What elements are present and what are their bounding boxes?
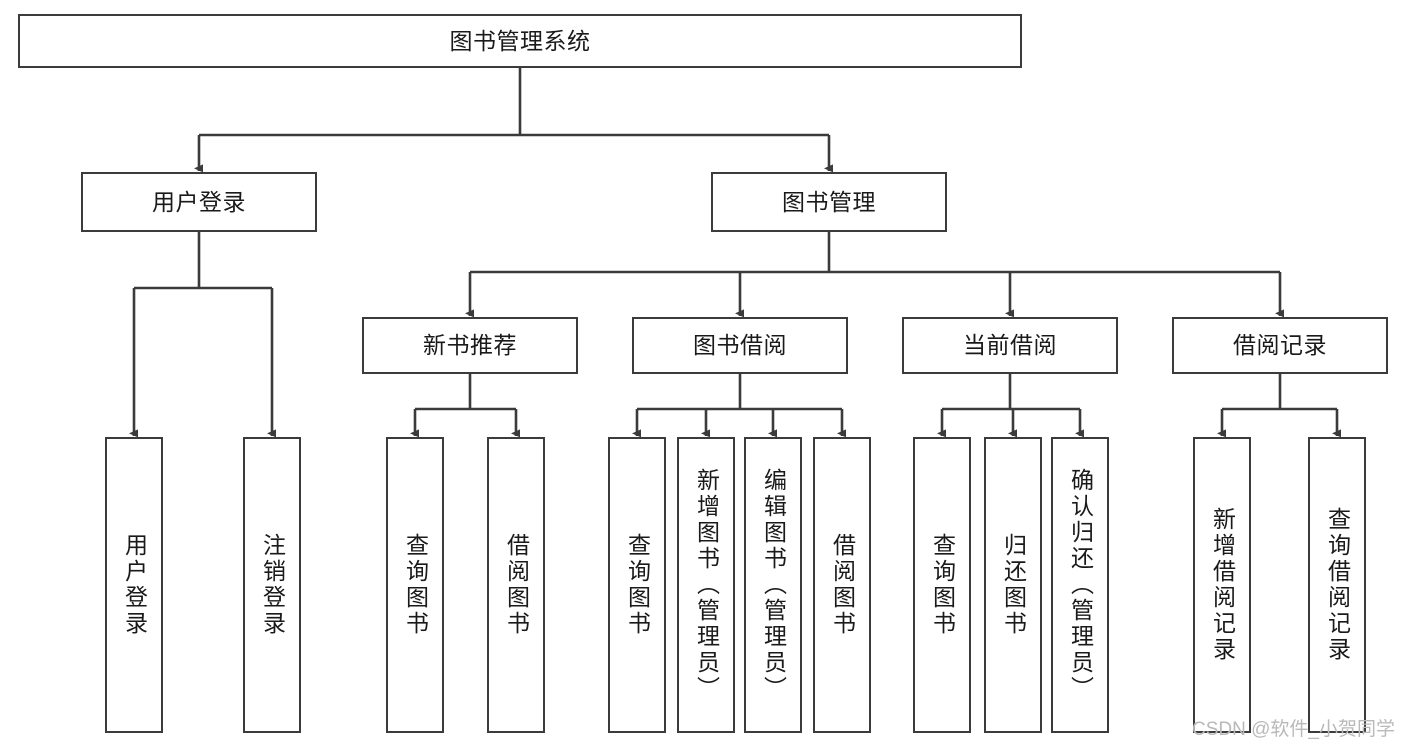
node-label: 新书推荐 bbox=[423, 332, 517, 359]
edge-group bbox=[129, 68, 1341, 438]
node-label: 图书管理 bbox=[782, 188, 876, 215]
node-label: 借阅图书 bbox=[829, 533, 856, 637]
node-label: 注销登录 bbox=[259, 533, 286, 637]
node-label: 借阅图书 bbox=[503, 533, 530, 637]
node-label: 查询图书 bbox=[402, 533, 429, 637]
node-leaf-query-book-current[interactable]: 查询图书 bbox=[913, 437, 971, 733]
node-label: 用户登录 bbox=[152, 188, 246, 215]
node-label: 查询图书 bbox=[624, 533, 651, 637]
node-new-book-rec[interactable]: 新书推荐 bbox=[362, 317, 578, 374]
node-leaf-query-book-borrow[interactable]: 查询图书 bbox=[608, 437, 666, 733]
node-label: 新增图书（管理员） bbox=[693, 468, 720, 702]
node-label: 归还图书 bbox=[1000, 533, 1027, 637]
node-leaf-return-book[interactable]: 归还图书 bbox=[984, 437, 1042, 733]
node-leaf-logout[interactable]: 注销登录 bbox=[243, 437, 301, 733]
node-label: 用户登录 bbox=[121, 533, 148, 637]
node-leaf-borrow-book-rec[interactable]: 借阅图书 bbox=[487, 437, 545, 733]
node-book-manage[interactable]: 图书管理 bbox=[711, 172, 947, 232]
node-leaf-query-record[interactable]: 查询借阅记录 bbox=[1308, 437, 1366, 733]
node-root[interactable]: 图书管理系统 bbox=[18, 14, 1022, 68]
node-current-borrow[interactable]: 当前借阅 bbox=[902, 317, 1118, 374]
node-label: 查询借阅记录 bbox=[1324, 507, 1351, 663]
node-label: 确认归还（管理员） bbox=[1067, 468, 1094, 702]
node-leaf-confirm-return[interactable]: 确认归还（管理员） bbox=[1051, 437, 1109, 733]
node-leaf-add-book[interactable]: 新增图书（管理员） bbox=[677, 437, 735, 733]
node-leaf-user-login[interactable]: 用户登录 bbox=[105, 437, 163, 733]
node-leaf-add-record[interactable]: 新增借阅记录 bbox=[1193, 437, 1251, 733]
node-user-login[interactable]: 用户登录 bbox=[81, 172, 317, 232]
node-label: 查询图书 bbox=[929, 533, 956, 637]
node-book-borrow[interactable]: 图书借阅 bbox=[632, 317, 848, 374]
node-label: 图书管理系统 bbox=[449, 27, 591, 54]
node-leaf-query-book-rec[interactable]: 查询图书 bbox=[386, 437, 444, 733]
node-label: 图书借阅 bbox=[693, 332, 787, 359]
node-borrow-record[interactable]: 借阅记录 bbox=[1172, 317, 1388, 374]
node-label: 编辑图书（管理员） bbox=[760, 468, 787, 702]
node-label: 借阅记录 bbox=[1233, 332, 1327, 359]
node-label: 新增借阅记录 bbox=[1209, 507, 1236, 663]
node-label: 当前借阅 bbox=[963, 332, 1057, 359]
watermark-text: CSDN @软件_小贺同学 bbox=[1192, 719, 1395, 740]
node-leaf-edit-book[interactable]: 编辑图书（管理员） bbox=[744, 437, 802, 733]
node-leaf-borrow-book[interactable]: 借阅图书 bbox=[813, 437, 871, 733]
